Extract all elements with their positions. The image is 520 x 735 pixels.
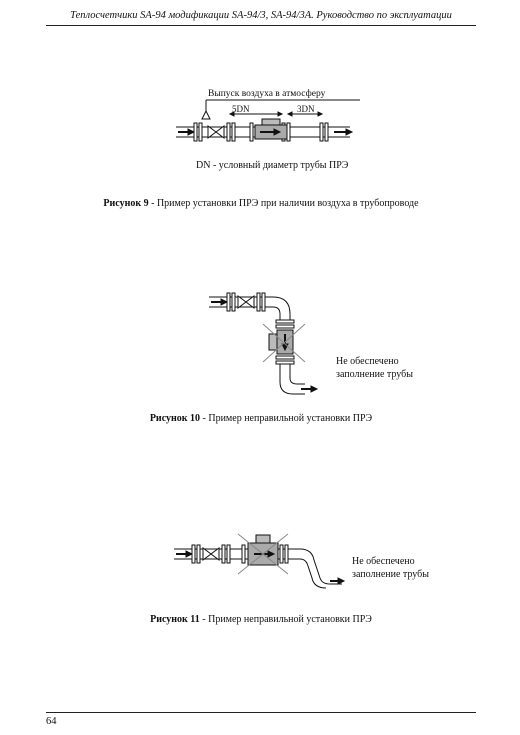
figure-11-caption: Рисунок 11 - Пример неправильной установ… bbox=[46, 614, 476, 625]
page-number: 64 bbox=[46, 716, 57, 727]
figure-9-diagram bbox=[176, 99, 360, 142]
figure-11-caption-text: - Пример неправильной установки ПРЭ bbox=[199, 614, 372, 625]
figure-10-caption-text: - Пример неправильной установки ПРЭ bbox=[200, 413, 373, 424]
figure-11-diagram bbox=[174, 533, 346, 589]
figure-9-caption: Рисунок 9 - Пример установки ПРЭ при нал… bbox=[46, 198, 476, 209]
fig10-warning-line2: заполнение трубы bbox=[336, 369, 413, 380]
fig11-warning-line2: заполнение трубы bbox=[352, 569, 429, 580]
figure-10-caption-number: Рисунок 10 bbox=[149, 413, 201, 424]
dn-note: DN - условный диаметр трубы ПРЭ bbox=[196, 160, 349, 171]
header-rule bbox=[46, 25, 476, 26]
page-header: Теплосчетчики SA-94 модификации SA-94/3,… bbox=[70, 10, 452, 21]
figure-11-caption-number: Рисунок 11 bbox=[150, 614, 200, 625]
footer-rule bbox=[46, 712, 476, 713]
figure-10-caption: Рисунок 10 - Пример неправильной установ… bbox=[46, 413, 476, 424]
dim-5dn-label: 5DN bbox=[232, 104, 250, 114]
dim-3dn-label: 3DN bbox=[297, 104, 315, 114]
figure-10-diagram bbox=[209, 292, 319, 395]
figure-9-caption-number: Рисунок 9 bbox=[103, 198, 149, 209]
fig11-warning-line1: Не обеспечено bbox=[352, 556, 415, 567]
fig10-warning-line1: Не обеспечено bbox=[336, 356, 399, 367]
air-release-label: Выпуск воздуха в атмосферу bbox=[208, 89, 326, 99]
figure-9-caption-text: - Пример установки ПРЭ при наличии возду… bbox=[148, 198, 419, 209]
